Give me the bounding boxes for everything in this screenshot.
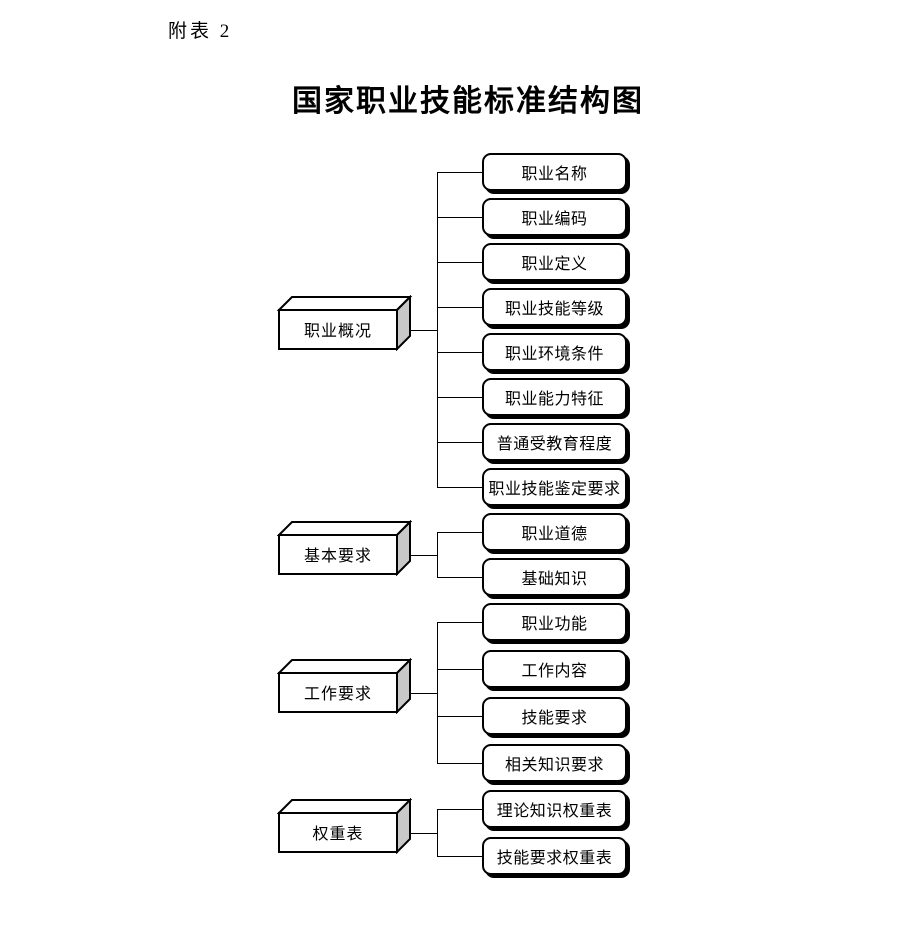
leaf-row: 职业技能等级	[437, 288, 627, 326]
cube-label: 工作要求	[303, 686, 372, 703]
cube-top-face	[277, 295, 412, 311]
leaf-row: 职业技能鉴定要求	[437, 468, 627, 506]
connector-stub	[437, 351, 482, 353]
leaf-row: 职业功能	[437, 603, 627, 641]
leaf-column: 理论知识权重表 技能要求权重表	[437, 790, 627, 875]
connector-trunk	[437, 809, 438, 856]
node-professional-ethics: 职业道德	[482, 513, 627, 551]
cube-connector	[411, 692, 437, 694]
leaf-row: 职业环境条件	[437, 333, 627, 371]
connector-stub	[437, 261, 482, 263]
connector-stub	[437, 216, 482, 218]
cube-connector	[411, 329, 437, 331]
leaf-row: 职业名称	[437, 153, 627, 191]
node-occupation-environment: 职业环境条件	[482, 333, 627, 371]
connector-stub	[437, 762, 482, 764]
cube-connector	[411, 554, 437, 556]
connector-stub	[437, 808, 482, 810]
connector-stub	[437, 576, 482, 578]
connector-trunk	[437, 622, 438, 763]
cube-front-face	[278, 811, 398, 853]
leaf-row: 技能要求	[437, 697, 627, 735]
cube-3d-shape	[277, 797, 412, 854]
cube-connector	[411, 832, 437, 834]
leaf-row: 职业能力特征	[437, 378, 627, 416]
leaf-row: 普通受教育程度	[437, 423, 627, 461]
node-skill-requirement-weight-table: 技能要求权重表	[482, 837, 627, 875]
node-occupational-function: 职业功能	[482, 603, 627, 641]
node-work-content: 工作内容	[482, 650, 627, 688]
node-theory-knowledge-weight-table: 理论知识权重表	[482, 790, 627, 828]
leaf-row: 相关知识要求	[437, 744, 627, 782]
cube-top-face	[277, 658, 412, 674]
cube-top-face	[277, 798, 412, 814]
connector-stub	[437, 441, 482, 443]
node-occupation-definition: 职业定义	[482, 243, 627, 281]
node-basic-knowledge: 基础知识	[482, 558, 627, 596]
leaf-column: 职业功能 工作内容 技能要求 相关知识要求	[437, 603, 627, 782]
leaf-row: 工作内容	[437, 650, 627, 688]
node-occupation-ability-traits: 职业能力特征	[482, 378, 627, 416]
leaf-column: 职业名称 职业编码 职业定义 职业技能等级 职业环境条件 职业能力特征 普通受教…	[437, 153, 627, 506]
group-weight-tables: 权重表 理论知识权重表 技能要求权重表	[0, 790, 900, 875]
node-skill-certification-requirements: 职业技能鉴定要求	[482, 468, 627, 506]
connector-stub	[437, 486, 482, 488]
leaf-row: 职业定义	[437, 243, 627, 281]
node-occupation-code: 职业编码	[482, 198, 627, 236]
connector-stub	[437, 171, 482, 173]
leaf-column: 职业道德 基础知识	[437, 513, 627, 596]
cube-label: 权重表	[312, 826, 364, 843]
cube-occupation-overview: 职业概况	[277, 294, 412, 351]
leaf-row: 基础知识	[437, 558, 627, 596]
node-general-education-level: 普通受教育程度	[482, 423, 627, 461]
group-work-requirements: 工作要求 职业功能 工作内容 技能要求 相关知识要求	[0, 603, 900, 782]
group-basic-requirements: 基本要求 职业道德 基础知识	[0, 513, 900, 596]
cube-3d-shape	[277, 657, 412, 714]
connector-stub	[437, 396, 482, 398]
group-occupation-overview: 职业概况 职业名称 职业编码 职业定义 职业技能等级 职业环境条件 职业能力特征…	[0, 153, 900, 506]
cube-front-face	[278, 533, 398, 575]
cube-3d-shape	[277, 519, 412, 576]
connector-stub	[437, 621, 482, 623]
connector-stub	[437, 306, 482, 308]
cube-front-face	[278, 308, 398, 350]
node-related-knowledge-requirements: 相关知识要求	[482, 744, 627, 782]
cube-front-face	[278, 671, 398, 713]
connector-stub	[437, 531, 482, 533]
page-title: 国家职业技能标准结构图	[292, 85, 644, 118]
cube-top-face	[277, 520, 412, 536]
node-occupation-skill-level: 职业技能等级	[482, 288, 627, 326]
connector-stub	[437, 855, 482, 857]
cube-weight-table: 权重表	[277, 797, 412, 854]
connector-stub	[437, 668, 482, 670]
connector-stub	[437, 715, 482, 717]
node-occupation-name: 职业名称	[482, 153, 627, 191]
appendix-label: 附表 2	[168, 21, 233, 42]
cube-3d-shape	[277, 294, 412, 351]
connector-trunk	[437, 172, 438, 487]
cube-label: 职业概况	[303, 323, 372, 340]
node-skill-requirements: 技能要求	[482, 697, 627, 735]
cube-work-requirements: 工作要求	[277, 657, 412, 714]
cube-label: 基本要求	[303, 548, 372, 565]
leaf-row: 职业编码	[437, 198, 627, 236]
connector-trunk	[437, 532, 438, 577]
leaf-row: 理论知识权重表	[437, 790, 627, 828]
cube-basic-requirements: 基本要求	[277, 519, 412, 576]
leaf-row: 技能要求权重表	[437, 837, 627, 875]
leaf-row: 职业道德	[437, 513, 627, 551]
